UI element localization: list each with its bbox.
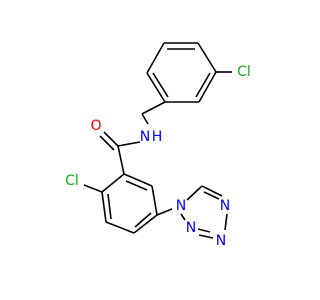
atom-h-amide: H (152, 129, 163, 145)
bond (141, 101, 166, 115)
bond (141, 113, 149, 125)
bond (224, 213, 228, 231)
bond-inner (125, 180, 148, 191)
atom-n-tetrazole-4: N (186, 220, 196, 236)
bond (198, 234, 214, 239)
bond-inner (107, 193, 112, 220)
bond (151, 185, 158, 216)
bond (186, 185, 203, 201)
bond (201, 185, 223, 197)
atom-n-amide: N (140, 129, 150, 145)
bond (103, 131, 119, 147)
bond (180, 213, 186, 221)
bond (123, 173, 153, 187)
bond-inner (152, 72, 169, 98)
bond (133, 214, 158, 234)
bond (101, 173, 125, 193)
atom-labels: Cl N H O Cl N N N N (65, 64, 251, 249)
atom-n-tetrazole-2: N (220, 198, 230, 214)
bond-inner (134, 212, 152, 228)
atom-cl-ring: Cl (65, 173, 79, 189)
bond (105, 221, 135, 234)
bond (99, 135, 115, 151)
bonds (83, 42, 232, 239)
bond (83, 184, 103, 193)
bond (197, 228, 211, 233)
bond-inner (195, 72, 211, 98)
bond (117, 141, 141, 147)
atom-o-carbonyl: O (90, 118, 101, 134)
bond (117, 145, 125, 175)
atom-cl-benzyl: Cl (237, 64, 251, 80)
background (0, 0, 300, 300)
bond (146, 42, 165, 74)
bond (203, 191, 220, 200)
bond (198, 71, 217, 103)
molecule-structure: Cl N H O Cl N N N N (0, 0, 300, 300)
bond (156, 208, 173, 216)
bond (146, 72, 166, 103)
atom-n-tetrazole-3: N (216, 233, 226, 249)
bond (101, 191, 107, 223)
bond (197, 42, 217, 73)
atom-n-tetrazole-1: N (176, 198, 186, 214)
